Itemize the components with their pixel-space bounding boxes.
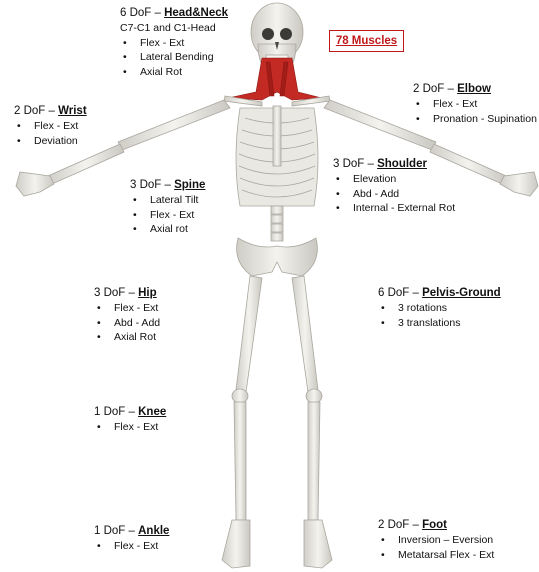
pelvis [237, 238, 318, 276]
right-tibia [308, 402, 320, 520]
list-item: Lateral Tilt [130, 193, 205, 208]
list-item: Flex - Ext [413, 97, 537, 112]
elbow-list: Flex - Ext Pronation - Supination [413, 97, 537, 126]
list-item: Inversion – Eversion [378, 533, 494, 548]
left-foot [222, 520, 250, 568]
head-neck-subtitle: C7-C1 and C1-Head [120, 21, 228, 36]
right-femur [292, 276, 318, 392]
left-tibia [234, 402, 246, 520]
wrist-group: 2 DoF – Wrist Flex - Ext Deviation [14, 104, 87, 148]
list-item: Internal - External Rot [333, 201, 455, 216]
list-item: Axial Rot [94, 330, 160, 345]
foot-dof: 2 DoF – [378, 519, 422, 531]
spine-dof: 3 DoF – [130, 179, 174, 191]
list-item: Elevation [333, 172, 455, 187]
muscle-count-badge: 78 Muscles [329, 30, 404, 52]
knee-group: 1 DoF – Knee Flex - Ext [94, 405, 166, 435]
list-item: Lateral Bending [120, 50, 228, 65]
pelvis-ground-list: 3 rotations 3 translations [378, 301, 501, 330]
knee-list: Flex - Ext [94, 420, 166, 435]
head-neck-dof: 6 DoF – [120, 7, 164, 19]
elbow-group: 2 DoF – Elbow Flex - Ext Pronation - Sup… [413, 82, 537, 126]
shoulder-group: 3 DoF – Shoulder Elevation Abd - Add Int… [333, 157, 455, 216]
list-item: Flex - Ext [14, 119, 87, 134]
wrist-list: Flex - Ext Deviation [14, 119, 87, 148]
wrist-dof: 2 DoF – [14, 105, 58, 117]
ankle-heading: 1 DoF – Ankle [94, 524, 169, 539]
spine-group: 3 DoF – Spine Lateral Tilt Flex - Ext Ax… [130, 178, 205, 237]
ankle-list: Flex - Ext [94, 539, 169, 554]
left-hand [16, 172, 54, 196]
head-neck-group: 6 DoF – Head&Neck C7-C1 and C1-Head Flex… [120, 6, 228, 79]
shoulder-dof: 3 DoF – [333, 158, 377, 170]
wrist-heading: 2 DoF – Wrist [14, 104, 87, 119]
list-item: Flex - Ext [120, 36, 228, 51]
spine-list: Lateral Tilt Flex - Ext Axial rot [130, 193, 205, 237]
list-item: Flex - Ext [94, 539, 169, 554]
shoulder-heading: 3 DoF – Shoulder [333, 157, 455, 172]
spine-name: Spine [174, 179, 205, 191]
foot-heading: 2 DoF – Foot [378, 518, 494, 533]
list-item: Flex - Ext [94, 420, 166, 435]
elbow-heading: 2 DoF – Elbow [413, 82, 537, 97]
ankle-group: 1 DoF – Ankle Flex - Ext [94, 524, 169, 554]
foot-group: 2 DoF – Foot Inversion – Eversion Metata… [378, 518, 494, 562]
left-knee [232, 389, 248, 403]
ankle-dof: 1 DoF – [94, 525, 138, 537]
list-item: Axial Rot [120, 65, 228, 80]
head-neck-list: Flex - Ext Lateral Bending Axial Rot [120, 36, 228, 80]
list-item: 3 translations [378, 316, 501, 331]
list-item: Abd - Add [333, 187, 455, 202]
knee-heading: 1 DoF – Knee [94, 405, 166, 420]
list-item: 3 rotations [378, 301, 501, 316]
list-item: Pronation - Supination [413, 112, 537, 127]
left-femur [236, 276, 262, 392]
knee-name: Knee [138, 406, 166, 418]
head-neck-heading: 6 DoF – Head&Neck [120, 6, 228, 21]
hip-heading: 3 DoF – Hip [94, 286, 160, 301]
right-foot [304, 520, 332, 568]
list-item: Abd - Add [94, 316, 160, 331]
pelvis-ground-heading: 6 DoF – Pelvis-Ground [378, 286, 501, 301]
hip-group: 3 DoF – Hip Flex - Ext Abd - Add Axial R… [94, 286, 160, 345]
spine [271, 206, 283, 241]
hip-list: Flex - Ext Abd - Add Axial Rot [94, 301, 160, 345]
wrist-name: Wrist [58, 105, 87, 117]
hip-name: Hip [138, 287, 157, 299]
neck-muscles [228, 58, 322, 100]
left-forearm [48, 144, 124, 184]
list-item: Axial rot [130, 222, 205, 237]
pelvis-ground-group: 6 DoF – Pelvis-Ground 3 rotations 3 tran… [378, 286, 501, 330]
elbow-dof: 2 DoF – [413, 83, 457, 95]
head-neck-name: Head&Neck [164, 7, 228, 19]
elbow-name: Elbow [457, 83, 491, 95]
list-item: Flex - Ext [130, 208, 205, 223]
knee-dof: 1 DoF – [94, 406, 138, 418]
list-item: Deviation [14, 134, 87, 149]
pelvis-ground-dof: 6 DoF – [378, 287, 422, 299]
shoulder-list: Elevation Abd - Add Internal - External … [333, 172, 455, 216]
foot-name: Foot [422, 519, 447, 531]
hip-dof: 3 DoF – [94, 287, 138, 299]
right-hand [500, 172, 538, 196]
right-knee [306, 389, 322, 403]
spine-heading: 3 DoF – Spine [130, 178, 205, 193]
list-item: Flex - Ext [94, 301, 160, 316]
left-humerus [118, 100, 230, 150]
ankle-name: Ankle [138, 525, 169, 537]
rib-cage [236, 106, 318, 206]
list-item: Metatarsal Flex - Ext [378, 548, 494, 563]
pelvis-ground-name: Pelvis-Ground [422, 287, 501, 299]
shoulder-name: Shoulder [377, 158, 427, 170]
foot-list: Inversion – Eversion Metatarsal Flex - E… [378, 533, 494, 562]
